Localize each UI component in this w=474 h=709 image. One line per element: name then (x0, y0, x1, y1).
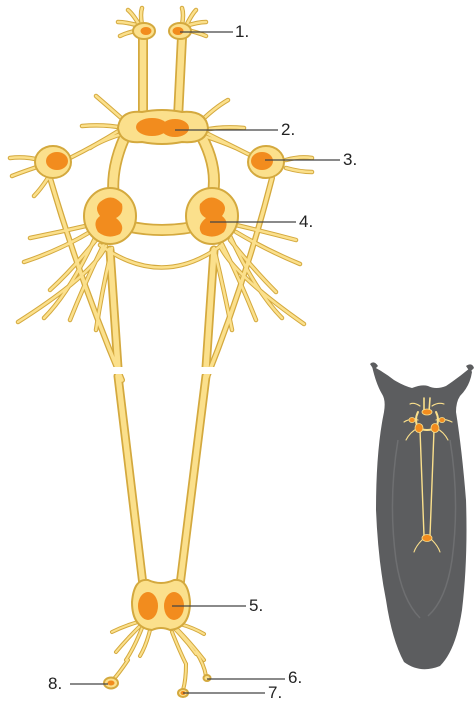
label-1: 1. (235, 23, 249, 40)
ganglion-6 (204, 675, 211, 681)
cord-breaks (108, 367, 218, 374)
label-6: 6. (288, 669, 302, 686)
label-3: 3. (343, 151, 357, 168)
label-5: 5. (249, 597, 263, 614)
label-2: 2. (281, 121, 295, 138)
label-7: 7. (268, 684, 282, 701)
label-8: 8. (48, 675, 62, 692)
label-4: 4. (299, 213, 313, 230)
slug-inset (370, 362, 474, 669)
slug-tentacle-tips (370, 362, 474, 372)
